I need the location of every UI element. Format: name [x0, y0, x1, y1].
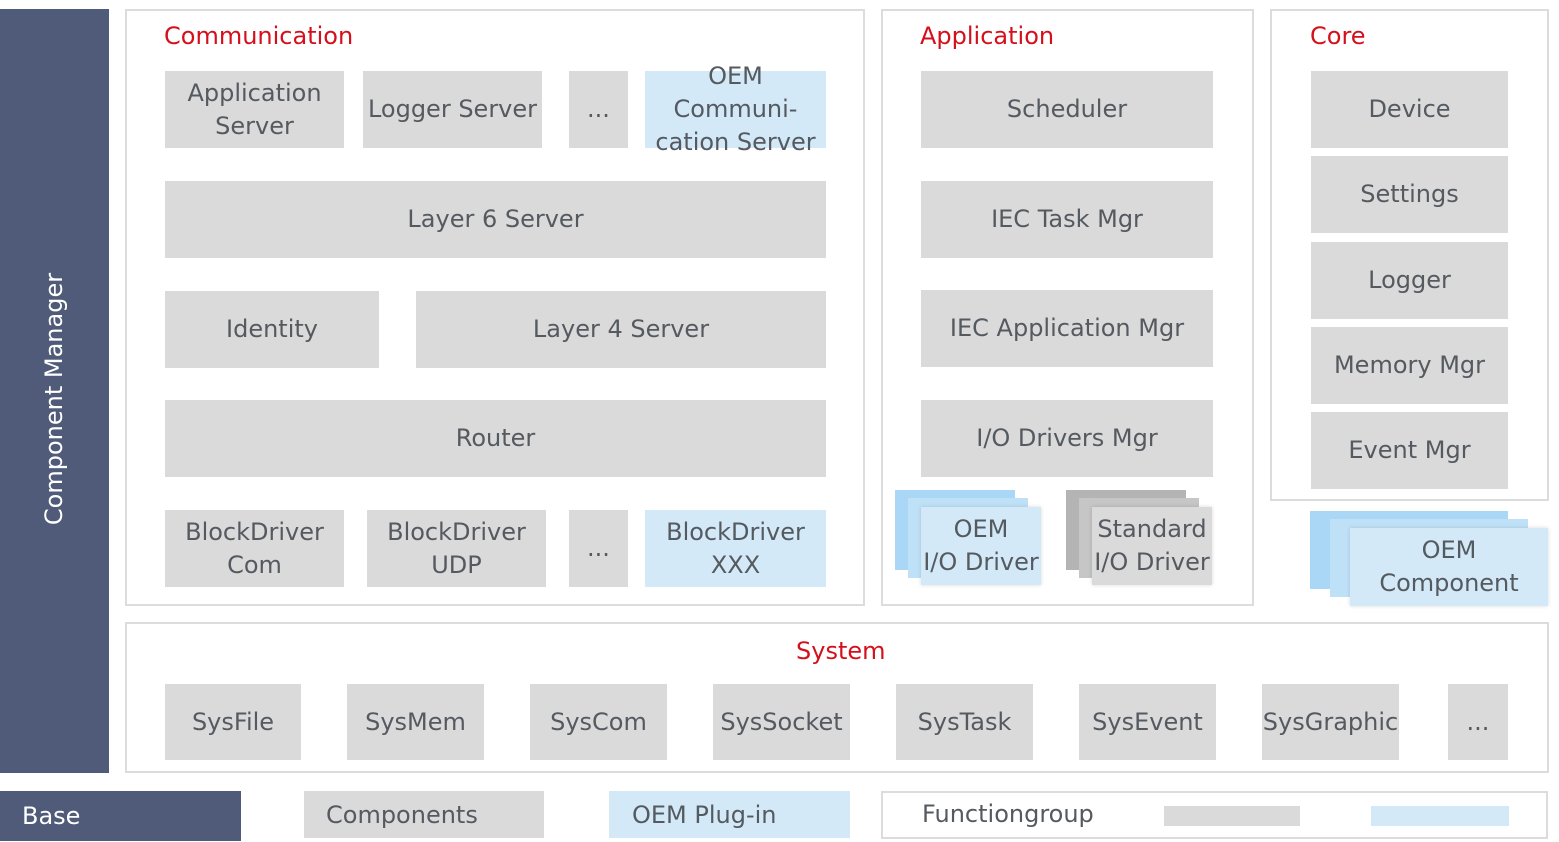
- legend-oem-plugin-label: OEM Plug-in: [632, 800, 777, 829]
- component-manager-bar: Component Manager: [0, 9, 109, 773]
- legend-oem-plugin: OEM Plug-in: [609, 791, 850, 838]
- identity-box: Identity: [165, 291, 379, 368]
- event-mgr-box: Event Mgr: [1311, 412, 1508, 489]
- communication-title: Communication: [164, 22, 354, 50]
- syssocket-box: SysSocket: [713, 684, 850, 760]
- blockdriver-xxx-box: BlockDriver XXX: [645, 510, 826, 587]
- sysevent-box: SysEvent: [1079, 684, 1216, 760]
- sysgraphic-box: SysGraphic: [1262, 684, 1399, 760]
- settings-box: Settings: [1311, 156, 1508, 233]
- systask-box: SysTask: [896, 684, 1033, 760]
- system-ellipsis-box: ...: [1448, 684, 1508, 760]
- legend-components: Components: [304, 791, 544, 838]
- logger-server-box: Logger Server: [363, 71, 542, 148]
- application-title: Application: [920, 22, 1055, 50]
- legend-functiongroup-blue-swatch: [1371, 806, 1509, 826]
- io-drivers-mgr-box: I/O Drivers Mgr: [921, 400, 1213, 477]
- sysmem-box: SysMem: [347, 684, 484, 760]
- layer6-server-box: Layer 6 Server: [165, 181, 826, 258]
- communication-ellipsis-box: ...: [569, 71, 628, 148]
- device-box: Device: [1311, 71, 1508, 148]
- router-box: Router: [165, 400, 826, 477]
- iec-application-mgr-box: IEC Application Mgr: [921, 290, 1213, 367]
- legend-functiongroup: Functiongroup: [881, 791, 1548, 839]
- blockdriver-com-box: BlockDriver Com: [165, 510, 344, 587]
- oem-component-box: OEM Component: [1350, 528, 1548, 606]
- logger-box: Logger: [1311, 242, 1508, 319]
- component-manager-label: Component Manager: [40, 272, 68, 526]
- legend-functiongroup-label: Functiongroup: [922, 800, 1094, 828]
- system-title: System: [796, 637, 886, 665]
- legend-base-label: Base: [22, 802, 81, 830]
- sysfile-box: SysFile: [165, 684, 301, 760]
- blockdriver-ellipsis-box: ...: [569, 510, 628, 587]
- layer4-server-box: Layer 4 Server: [416, 291, 826, 368]
- iec-task-mgr-box: IEC Task Mgr: [921, 181, 1213, 258]
- standard-io-driver-box: Standard I/O Driver: [1092, 507, 1212, 585]
- oem-communication-server-box: OEM Communi- cation Server: [645, 62, 826, 156]
- memory-mgr-box: Memory Mgr: [1311, 327, 1508, 404]
- oem-io-driver-box: OEM I/O Driver: [921, 507, 1041, 585]
- core-title: Core: [1310, 22, 1366, 50]
- application-server-box: Application Server: [165, 71, 344, 148]
- legend-functiongroup-gray-swatch: [1164, 806, 1300, 826]
- legend-base: Base: [0, 791, 241, 841]
- legend-components-label: Components: [326, 800, 478, 829]
- scheduler-box: Scheduler: [921, 71, 1213, 148]
- syscom-box: SysCom: [530, 684, 667, 760]
- blockdriver-udp-box: BlockDriver UDP: [367, 510, 546, 587]
